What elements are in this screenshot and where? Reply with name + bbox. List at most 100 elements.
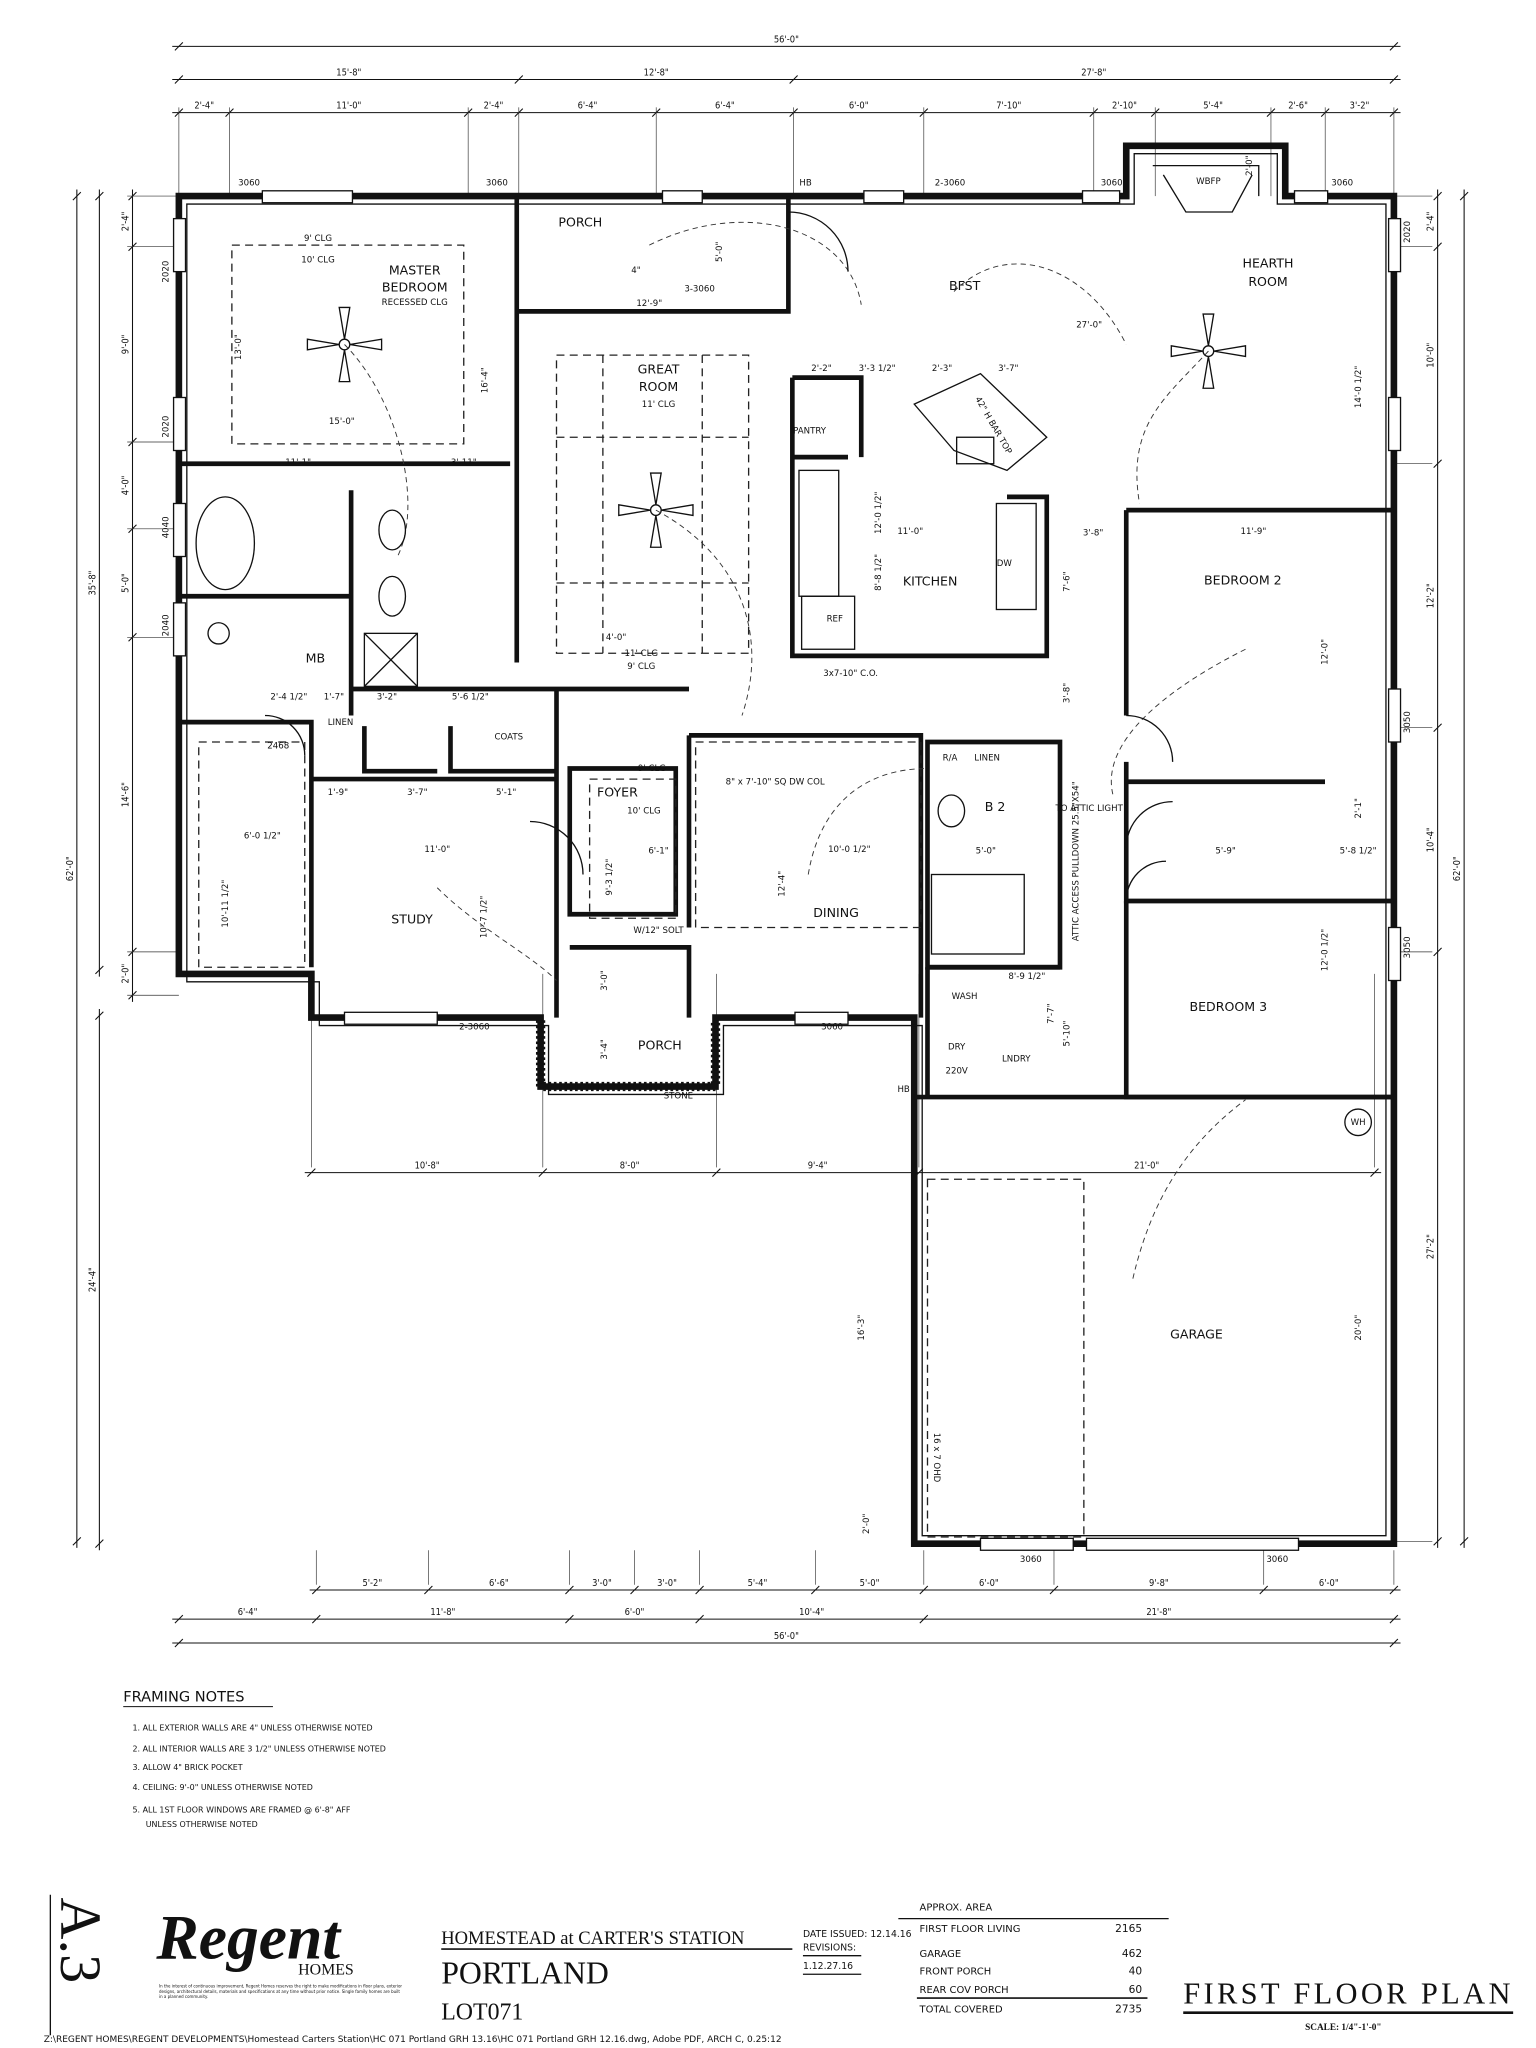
annotation: 12'-0 1/2" bbox=[1321, 929, 1331, 971]
dimension-label: 4'-0" bbox=[121, 475, 132, 495]
room-label-bedroom-2: BEDROOM 2 bbox=[1204, 572, 1282, 587]
dimension-tick bbox=[174, 75, 184, 84]
dimension-tick bbox=[789, 75, 798, 84]
annotation: 10'-7 1/2" bbox=[479, 896, 489, 938]
annotation: 16'-4" bbox=[481, 367, 491, 393]
annotation: 11'-1" bbox=[285, 458, 311, 468]
dimension-tick bbox=[1433, 1536, 1442, 1546]
annotation: 3060 bbox=[1331, 179, 1353, 189]
dimension-tick bbox=[174, 1638, 184, 1648]
annotation: 3'-0" bbox=[600, 970, 610, 990]
stone-porch bbox=[535, 1020, 721, 1092]
area-value: 40 bbox=[1129, 1965, 1143, 1977]
annotation: 16'-3" bbox=[857, 1315, 867, 1341]
annotation: 11' CLG bbox=[642, 400, 676, 410]
dimension-tick bbox=[1433, 191, 1442, 201]
annotation: HB bbox=[799, 179, 811, 189]
dimension-tick bbox=[1459, 191, 1469, 201]
annotation: 2-3060 bbox=[935, 179, 965, 189]
dimension-label: 27'-2" bbox=[1426, 1234, 1437, 1259]
lot-number: LOT071 bbox=[441, 1999, 523, 2025]
plan-name: PORTLAND bbox=[441, 1956, 609, 1991]
annotation: COATS bbox=[495, 732, 524, 742]
exterior-walls bbox=[175, 142, 1398, 1547]
dimension-tick bbox=[95, 1011, 104, 1021]
dimension-label: 5'-2" bbox=[362, 1578, 382, 1589]
room-label-great-room: GREAT bbox=[638, 362, 680, 377]
room-label-dining: DINING bbox=[813, 905, 859, 920]
dimension-label: 6'-0" bbox=[979, 1578, 999, 1589]
room-label-recessed-clg: RECESSED CLG bbox=[382, 298, 448, 308]
annotation: 5'-9" bbox=[1215, 846, 1235, 856]
room-label-rear-porch: PORCH bbox=[558, 215, 602, 230]
room-label-hearth-room: HEARTH bbox=[1243, 256, 1294, 271]
annotation: 3050 bbox=[1403, 711, 1413, 733]
room-label-front-porch: PORCH bbox=[638, 1037, 682, 1052]
annotation: TO ATTIC LIGHT bbox=[1054, 804, 1123, 814]
area-label: FIRST FLOOR LIVING bbox=[920, 1924, 1021, 1935]
ceiling-lines bbox=[198, 244, 1085, 1538]
annotation: 3'-2" bbox=[377, 693, 397, 703]
regent-homes-logo: Regent HOMES bbox=[155, 1901, 353, 1978]
framing-note: 3. ALLOW 4" BRICK POCKET bbox=[133, 1763, 243, 1772]
area-value: 60 bbox=[1129, 1984, 1143, 1996]
annotation: 3050 bbox=[1403, 936, 1413, 958]
annotation: 220V bbox=[945, 1066, 967, 1076]
interior-walls bbox=[178, 196, 1394, 1100]
dimension-tick bbox=[72, 191, 82, 201]
dimension-label: 24'-4" bbox=[87, 1267, 98, 1292]
dimension-label: 2'-10" bbox=[1112, 101, 1137, 112]
room-label-mb: MB bbox=[306, 651, 325, 666]
annotation: 2'-0" bbox=[1245, 155, 1255, 175]
dimension-tick bbox=[1433, 242, 1442, 252]
annotation: 2468 bbox=[267, 742, 289, 752]
annotation: 4'-0" bbox=[606, 633, 626, 643]
disclaimer-text: In the interest of continuous improvemen… bbox=[159, 1983, 403, 2000]
annotation: DRY bbox=[948, 1042, 966, 1052]
dimension-label: 9'-8" bbox=[1149, 1578, 1169, 1589]
annotation: 20'-0" bbox=[1354, 1315, 1364, 1341]
dimension-label: 56'-0" bbox=[774, 34, 799, 45]
annotation: 9' CLG bbox=[638, 764, 666, 774]
dimension-tick bbox=[95, 191, 104, 201]
dimension-tick bbox=[538, 1168, 548, 1177]
dimension-tick bbox=[565, 1585, 574, 1595]
dimension-tick bbox=[1259, 1585, 1269, 1595]
framing-note: UNLESS OTHERWISE NOTED bbox=[146, 1820, 258, 1829]
annotation: 4" bbox=[631, 266, 640, 276]
annotation: 42" H BAR TOP bbox=[972, 395, 1013, 456]
dimension-tick bbox=[95, 1539, 104, 1548]
ceiling-fan-icon bbox=[618, 472, 694, 548]
annotation: 3'-7" bbox=[407, 788, 427, 798]
annotation: 3'-11" bbox=[451, 458, 477, 468]
area-label: REAR COV PORCH bbox=[920, 1985, 1009, 1996]
annotation: 11'-9" bbox=[1241, 527, 1267, 537]
dimension-label: 2'-4" bbox=[121, 211, 132, 231]
annotation: 2040 bbox=[161, 614, 171, 636]
annotation: WASH bbox=[952, 992, 978, 1002]
dimension-label: 2'-4" bbox=[484, 101, 504, 112]
annotation: 3'-7" bbox=[998, 364, 1018, 374]
annotation: 3'-4" bbox=[600, 1039, 610, 1059]
annotation: R/A bbox=[943, 754, 958, 764]
annotation: 5'-0" bbox=[976, 846, 996, 856]
dimension-tick bbox=[307, 1168, 316, 1177]
dimension-label: 35'-8" bbox=[87, 570, 98, 595]
annotation: 2'-0" bbox=[862, 1514, 872, 1534]
area-label: GARAGE bbox=[920, 1949, 962, 1960]
dimension-label: 9'-0" bbox=[121, 334, 132, 354]
dimension-label: 21'-0" bbox=[1134, 1161, 1159, 1172]
title-block: A.3 Regent HOMES In the interest of cont… bbox=[44, 1894, 1514, 2045]
annotation: HB bbox=[897, 1085, 909, 1095]
ceiling-fan-icon bbox=[1170, 313, 1247, 389]
annotation: 2020 bbox=[161, 261, 171, 283]
annotation: 7'-6" bbox=[1062, 571, 1072, 591]
annotation: 11' CLG bbox=[625, 649, 659, 659]
dimension-tick bbox=[514, 75, 524, 84]
annotation: 8'-9 1/2" bbox=[1008, 972, 1045, 982]
revision-date: 1.12.27.16 bbox=[803, 1961, 853, 1972]
annotation: 5'-10" bbox=[1062, 1021, 1072, 1047]
framing-notes-title: FRAMING NOTES bbox=[123, 1688, 244, 1705]
area-title: APPROX. AREA bbox=[920, 1903, 993, 1914]
dimension-tick bbox=[1433, 947, 1442, 957]
